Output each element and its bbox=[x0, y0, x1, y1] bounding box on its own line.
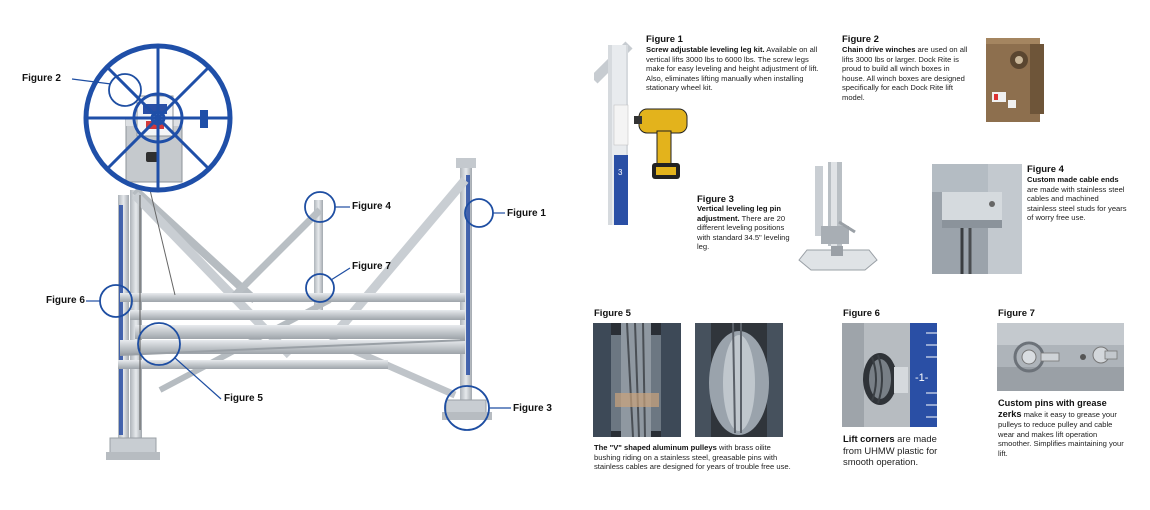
fig7-description: Custom pins with grease zerks make it ea… bbox=[998, 398, 1130, 458]
fig4-photo-cable-ends bbox=[932, 164, 1022, 274]
callout-label-fig3: Figure 3 bbox=[513, 403, 552, 414]
fig1-leg-number: 3 bbox=[618, 168, 623, 177]
fig6-leg-number: -1- bbox=[915, 372, 929, 384]
fig7-title: Figure 7 bbox=[998, 308, 1035, 319]
fig3-title: Figure 3 bbox=[697, 194, 734, 205]
fig4-description-lead: Custom made cable ends bbox=[1027, 175, 1119, 184]
fig2-description-body: are used on all lifts 3000 lbs or larger… bbox=[842, 45, 968, 102]
fig4-description-body: are made with stainless steel cables and… bbox=[1027, 184, 1127, 223]
fig5-description-lead: The "V" shaped aluminum pulleys bbox=[594, 443, 717, 452]
fig1-description-lead: Screw adjustable leveling leg kit. bbox=[646, 45, 765, 54]
fig2-description-lead: Chain drive winches bbox=[842, 45, 916, 54]
fig6-photo-lift-corner: -1- bbox=[842, 323, 937, 427]
fig2-description: Chain drive winches are used on all lift… bbox=[842, 45, 974, 103]
lift-illustration bbox=[71, 43, 511, 460]
fig5-description: The "V" shaped aluminum pulleys with bra… bbox=[594, 443, 796, 472]
fig6-description-lead: Lift corners bbox=[843, 433, 895, 444]
callout-label-fig1: Figure 1 bbox=[507, 208, 546, 219]
fig2-photo-winch-box bbox=[982, 34, 1050, 126]
fig3-description-body: There are 20 different leveling position… bbox=[697, 213, 790, 252]
callout-label-fig6: Figure 6 bbox=[46, 295, 85, 306]
fig1-photo-drill-leg: 3 bbox=[594, 35, 702, 225]
fig5-photo-pulley-left bbox=[593, 323, 681, 437]
fig4-description: Custom made cable ends are made with sta… bbox=[1027, 175, 1127, 223]
callout-circle-fig2 bbox=[108, 73, 142, 107]
fig4-title: Figure 4 bbox=[1027, 164, 1064, 175]
fig3-description: Vertical leveling leg pin adjustment. Th… bbox=[697, 204, 797, 252]
callout-circle-fig7 bbox=[305, 273, 335, 303]
fig5-photo-pulley-right bbox=[695, 323, 783, 437]
fig7-photo-grease-pins bbox=[997, 323, 1124, 391]
fig1-description: Screw adjustable leveling leg kit. Avail… bbox=[646, 45, 826, 93]
callout-label-fig4: Figure 4 bbox=[352, 201, 391, 212]
fig6-title: Figure 6 bbox=[843, 308, 880, 319]
fig7-description-body: make it easy to grease your pulleys to r… bbox=[998, 410, 1124, 458]
callout-label-fig5: Figure 5 bbox=[224, 393, 263, 404]
callout-circle-fig5 bbox=[137, 322, 181, 366]
fig3-photo-leveling-leg bbox=[795, 162, 879, 276]
fig1-title: Figure 1 bbox=[646, 34, 683, 45]
fig6-description-body: are made from UHMW plastic for smooth op… bbox=[843, 433, 938, 468]
fig2-title: Figure 2 bbox=[842, 34, 879, 45]
callout-label-fig7: Figure 7 bbox=[352, 261, 391, 272]
fig3-description-lead: Vertical leveling leg pin adjustment. bbox=[697, 204, 781, 223]
callout-label-fig2: Figure 2 bbox=[22, 73, 61, 84]
fig1-description-body: Available on all vertical lifts 3000 lbs… bbox=[646, 45, 819, 93]
fig5-title: Figure 5 bbox=[594, 308, 631, 319]
fig6-description: Lift corners are made from UHMW plastic … bbox=[843, 433, 953, 468]
fig7-description-lead: Custom pins with grease zerks bbox=[998, 398, 1107, 419]
fig5-description-body: with brass oilite bushing riding on a st… bbox=[594, 443, 791, 472]
